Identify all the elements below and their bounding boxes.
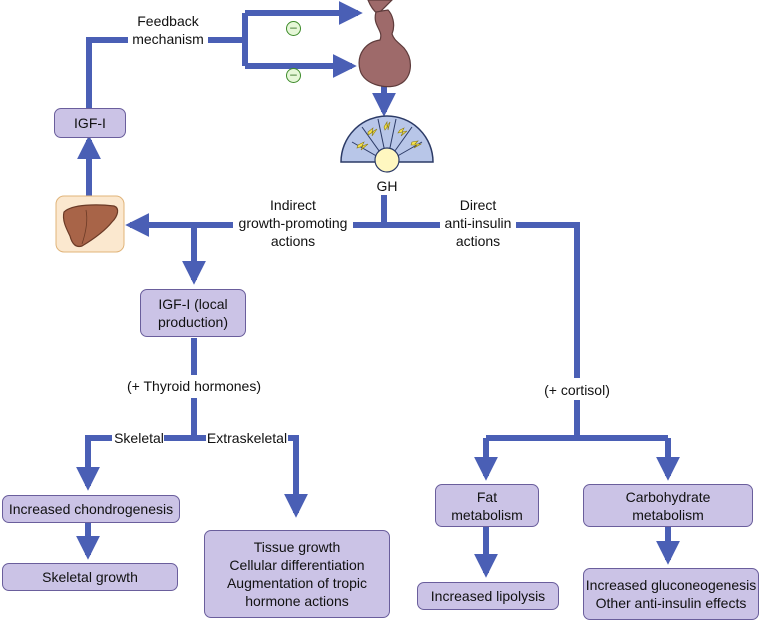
tissue-growth-box: Tissue growth Cellular differentiation A… <box>204 530 390 618</box>
igf1-local-line-2: production) <box>157 314 229 330</box>
fat-line-1: Fat <box>476 488 498 505</box>
tissue-line-4: hormone actions <box>245 593 349 609</box>
tissue-line-2: Cellular differentiation <box>229 557 365 573</box>
carbohydrate-metabolism-box: Carbohydrate metabolism <box>583 484 753 527</box>
carb-line-2: metabolism <box>632 506 704 523</box>
tissue-line-3: Augmentation of tropic <box>226 575 368 591</box>
pituitary-illustration <box>358 0 411 88</box>
arrow-to-chondrogenesis <box>76 435 112 491</box>
direct-actions-label: Direct anti-insulin actions <box>440 196 516 250</box>
arrow-to-tissue-growth <box>268 435 308 518</box>
skeletal-growth-text: Skeletal growth <box>42 569 138 585</box>
chondrogenesis-text: Increased chondrogenesis <box>8 501 174 517</box>
liver-illustration <box>55 195 125 253</box>
fat-metabolism-box: Fat metabolism <box>435 484 539 527</box>
line-direct-right <box>512 222 580 378</box>
igf1-local-box: IGF-I (local production) <box>140 289 246 337</box>
thyroid-label: (+ Thyroid hormones) <box>124 377 264 395</box>
lipolysis-box: Increased lipolysis <box>417 582 559 610</box>
gluco-line-1: Increased gluconeogenesis <box>585 577 757 593</box>
skeletal-growth-box: Skeletal growth <box>2 563 178 591</box>
inhibit-icon-pituitary: – <box>286 68 301 83</box>
line-igf1-to-feedback <box>86 37 130 108</box>
somatotroph-illustration <box>340 115 434 173</box>
cortisol-label: (+ cortisol) <box>541 381 613 399</box>
igf1-local-line-1: IGF-I (local <box>158 296 228 312</box>
gh-label: GH <box>372 177 402 195</box>
chondrogenesis-box: Increased chondrogenesis <box>2 495 180 523</box>
indirect-actions-label: Indirect growth-promoting actions <box>233 196 353 250</box>
gluconeogenesis-box: Increased gluconeogenesis Other anti-ins… <box>583 568 759 620</box>
tissue-line-1: Tissue growth <box>253 539 341 555</box>
igf1-box: IGF-I <box>54 108 126 138</box>
lipolysis-text: Increased lipolysis <box>430 588 546 604</box>
fat-line-2: metabolism <box>451 506 523 523</box>
carb-line-1: Carbohydrate <box>625 488 711 505</box>
extraskeletal-label: Extraskeletal <box>206 429 288 447</box>
feedback-label: Feedback mechanism <box>128 12 208 48</box>
gluco-line-2: Other anti-insulin effects <box>595 595 747 611</box>
inhibit-icon-hypothalamus: – <box>286 21 301 36</box>
skeletal-label: Skeletal <box>114 429 164 447</box>
igf1-text: IGF-I <box>74 115 106 131</box>
